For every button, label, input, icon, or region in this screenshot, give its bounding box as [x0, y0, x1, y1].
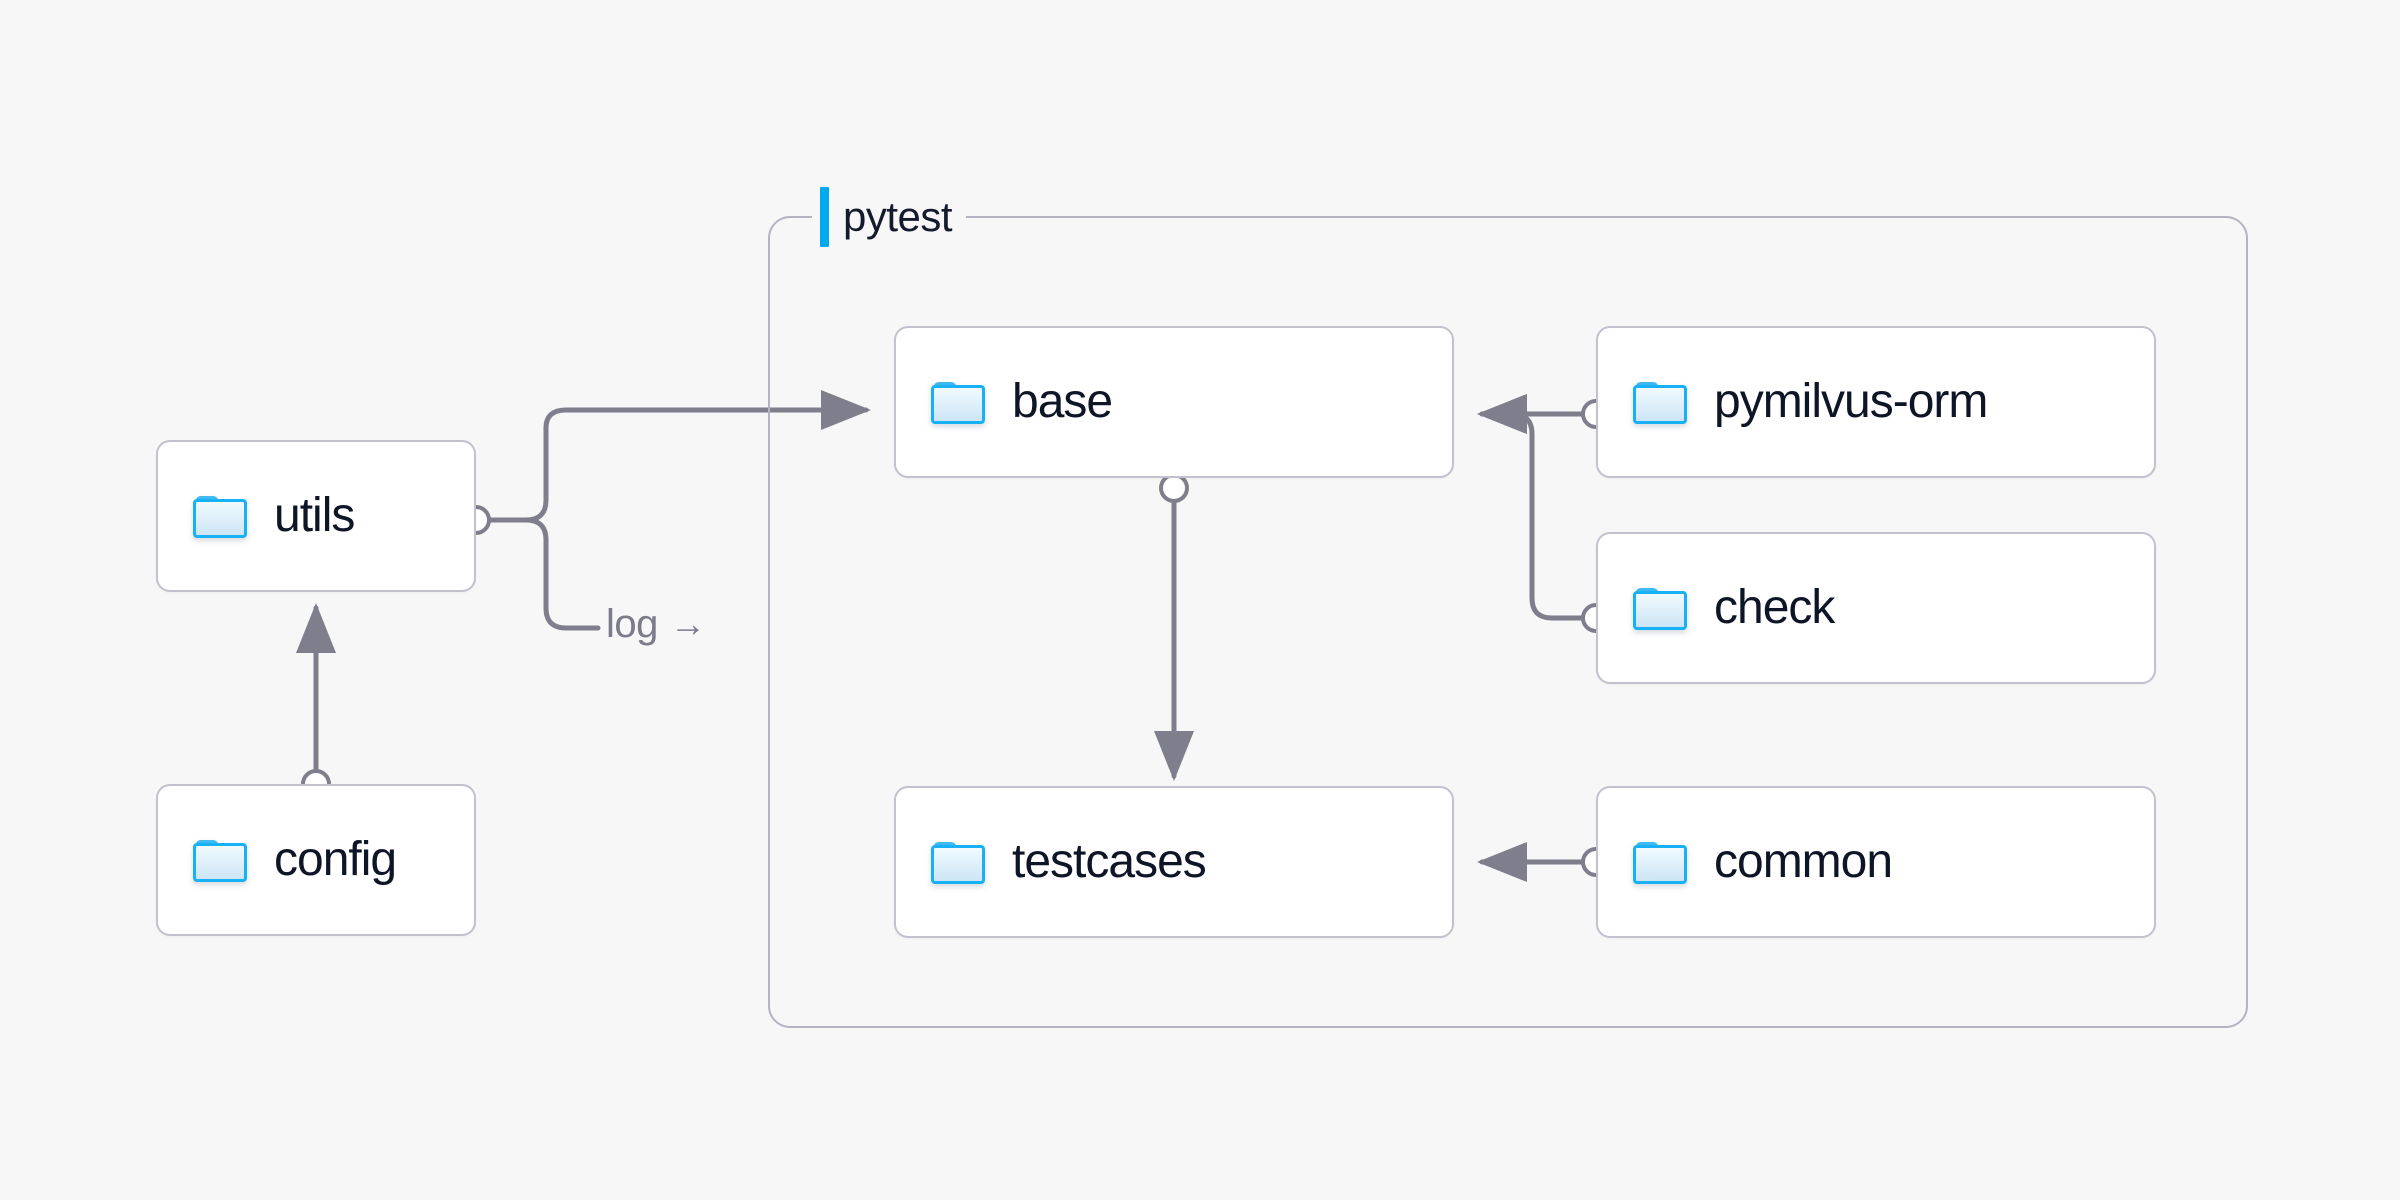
- folder-icon: [1632, 378, 1688, 426]
- group-pytest[interactable]: [768, 216, 2248, 1028]
- node-common-label: common: [1714, 835, 1893, 888]
- node-common[interactable]: common: [1596, 786, 2156, 938]
- folder-icon: [1632, 584, 1688, 632]
- node-testcases-label: testcases: [1012, 835, 1207, 888]
- node-utils[interactable]: utils: [156, 440, 476, 592]
- folder-icon: [1632, 838, 1688, 886]
- group-accent-bar: [820, 187, 829, 247]
- node-base-label: base: [1012, 375, 1113, 428]
- folder-icon: [930, 838, 986, 886]
- edge-label-log-text: log: [606, 602, 658, 646]
- node-pymilvus-orm-label: pymilvus-orm: [1714, 375, 1988, 428]
- node-utils-label: utils: [274, 489, 355, 542]
- arrow-right-icon: →: [669, 603, 706, 644]
- folder-icon: [930, 378, 986, 426]
- edge-label-log: log →: [606, 602, 706, 646]
- node-base[interactable]: base: [894, 326, 1454, 478]
- node-pymilvus-orm[interactable]: pymilvus-orm: [1596, 326, 2156, 478]
- node-check[interactable]: check: [1596, 532, 2156, 684]
- folder-icon: [192, 836, 248, 884]
- node-config[interactable]: config: [156, 784, 476, 936]
- edge-utils-log: [486, 517, 601, 631]
- group-pytest-label: pytest: [812, 186, 967, 248]
- node-testcases[interactable]: testcases: [894, 786, 1454, 938]
- node-check-label: check: [1714, 581, 1835, 634]
- group-pytest-title: pytest: [843, 193, 953, 240]
- node-config-label: config: [274, 833, 397, 886]
- folder-icon: [192, 492, 248, 540]
